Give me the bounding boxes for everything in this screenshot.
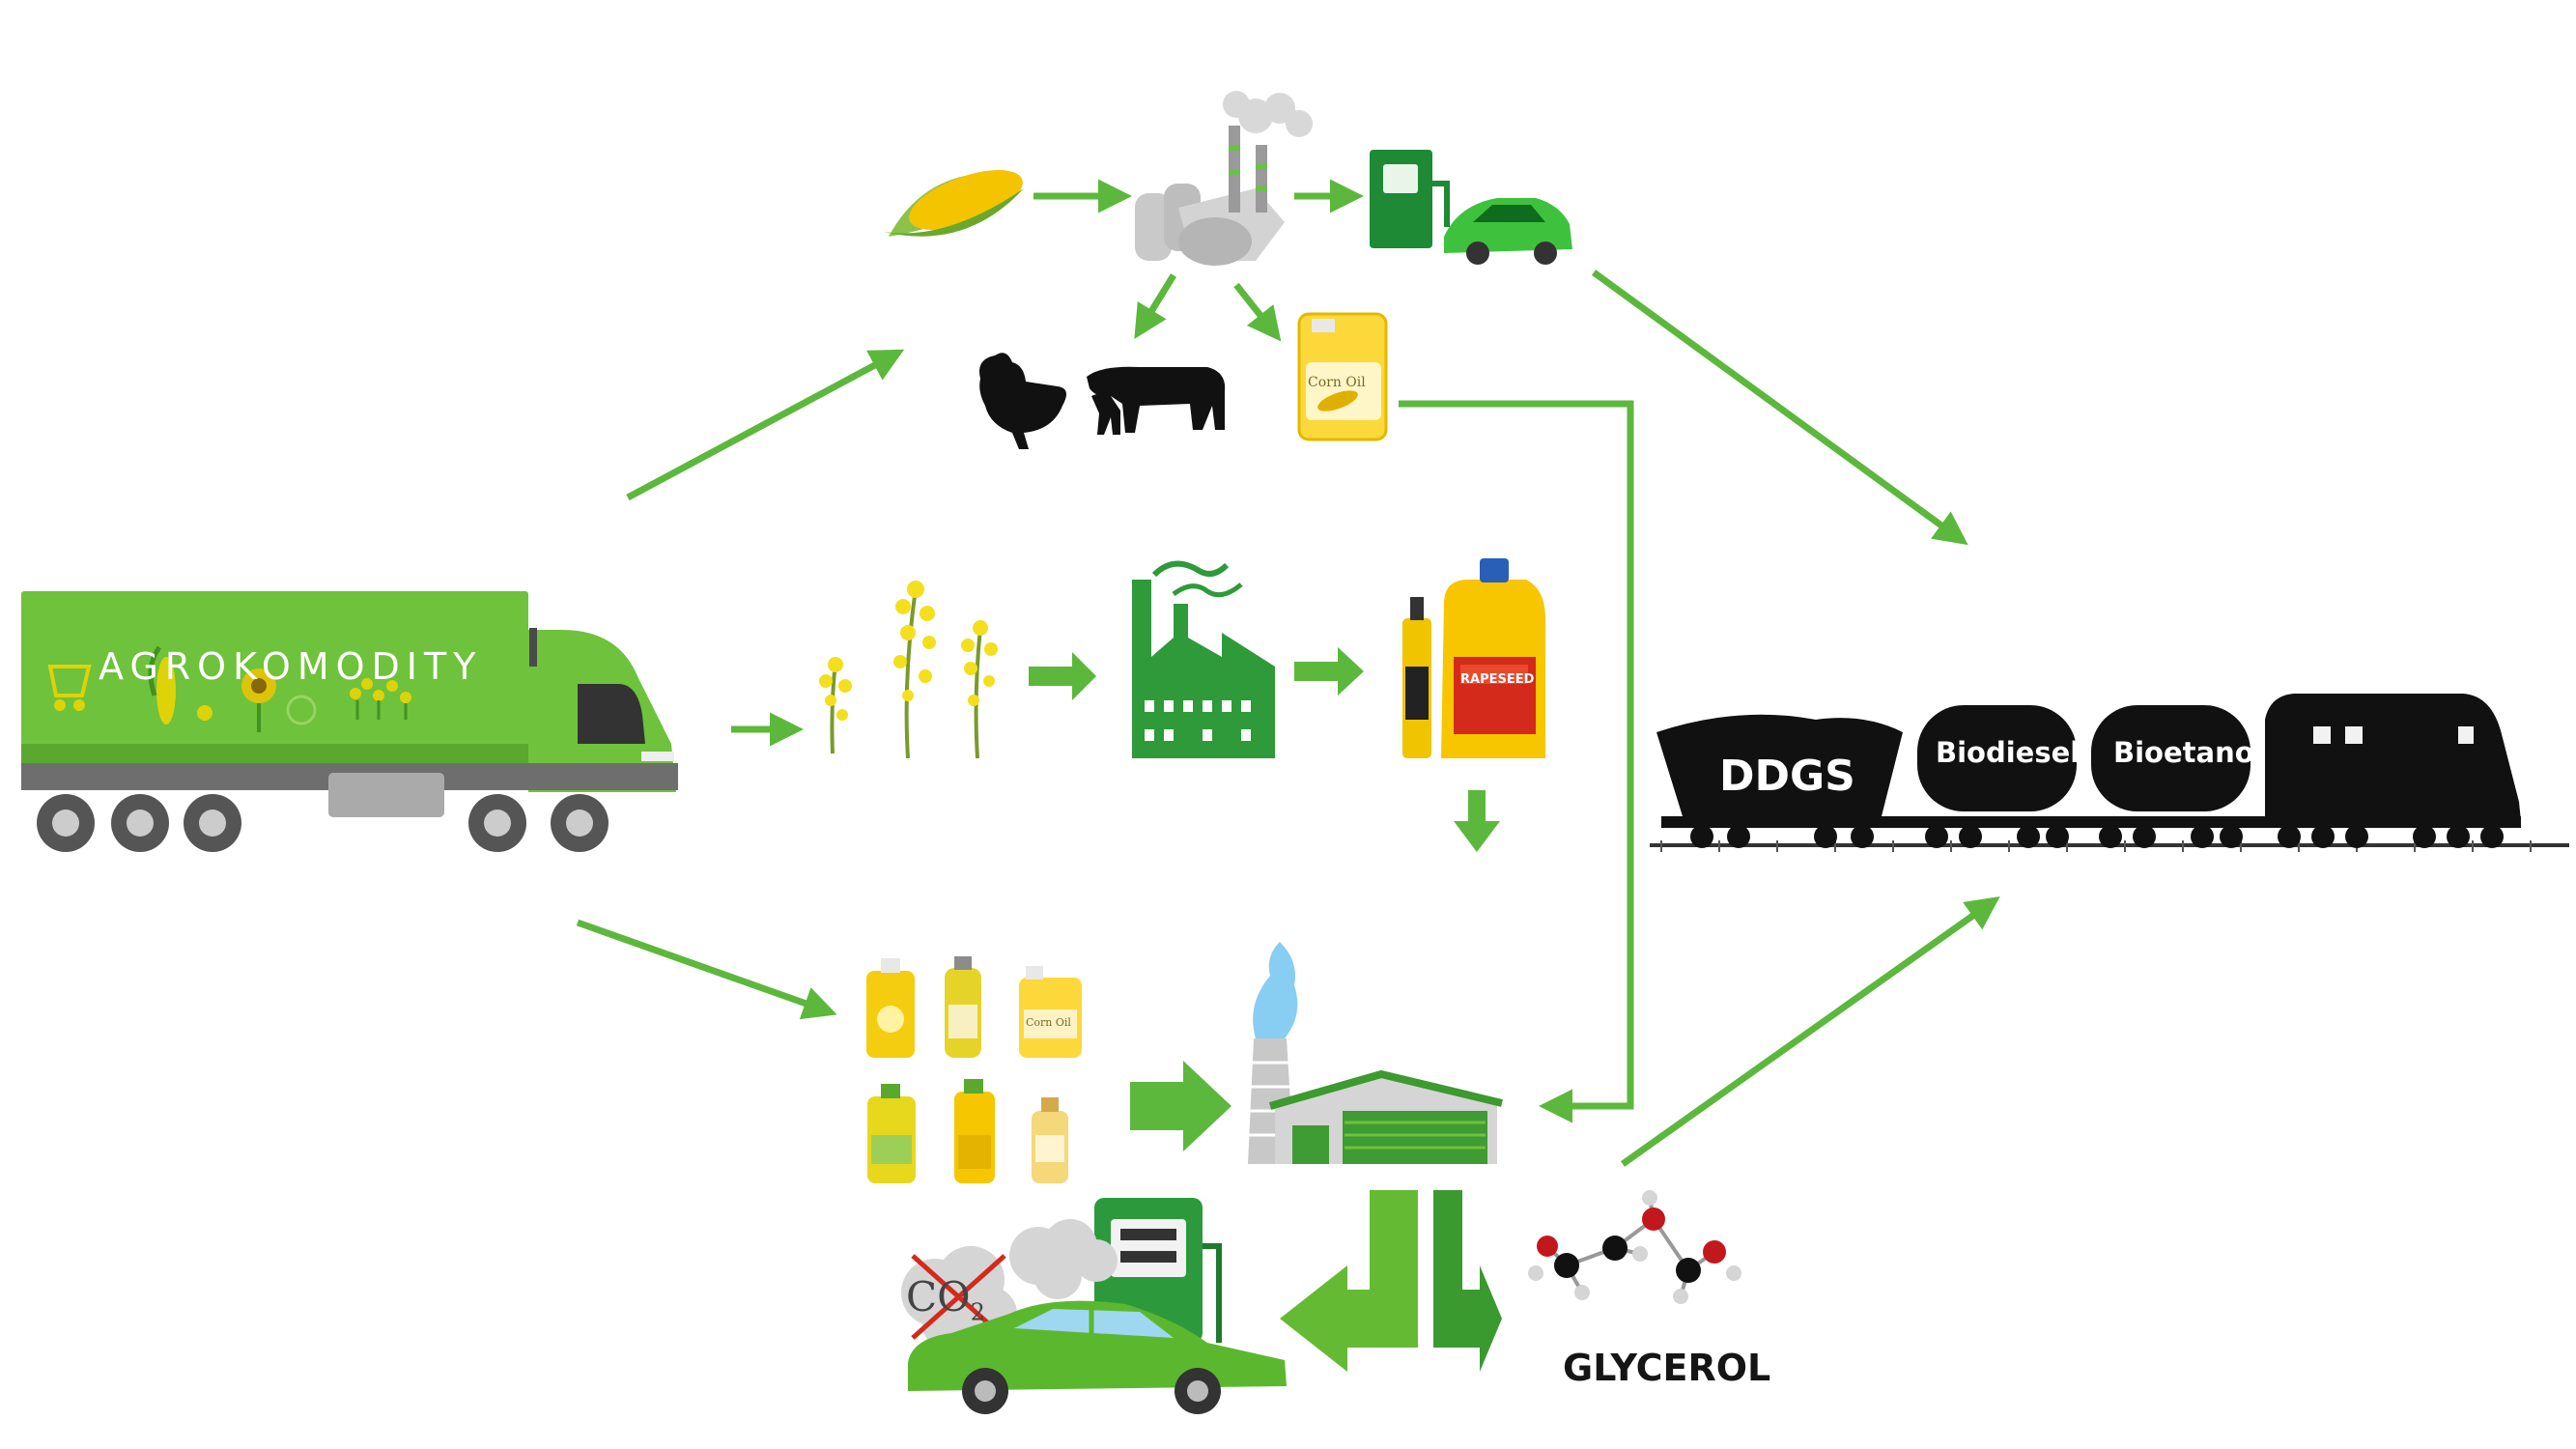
truck-icon bbox=[21, 591, 678, 852]
rapeseed-oil-bottles-icon bbox=[1402, 558, 1545, 758]
arrow-glycerol-to-train bbox=[1620, 895, 2000, 1167]
ddgs-wagon bbox=[1656, 714, 1903, 816]
ethanol-plant-icon bbox=[1135, 91, 1313, 266]
block-arrows bbox=[1029, 647, 1502, 1372]
glycerol-label: GLYCEROL bbox=[1563, 1347, 1771, 1389]
truck-crop-icons bbox=[47, 645, 411, 732]
arrow-plant-to-animals bbox=[1134, 273, 1176, 339]
glycerol-molecule-icon bbox=[1528, 1190, 1741, 1304]
arrow-oils-to-biodiesel-plant bbox=[1130, 1061, 1231, 1151]
biodiesel-tank bbox=[1917, 705, 2077, 811]
arrow-plant-down-right bbox=[1433, 1190, 1502, 1372]
flow-arrows bbox=[576, 179, 2000, 1167]
co2-text: CO bbox=[906, 1273, 971, 1321]
train-icon bbox=[1650, 694, 2569, 852]
arrow-truck-to-oils bbox=[576, 919, 837, 1020]
biodiesel-plant-icon bbox=[1248, 942, 1503, 1164]
corn-oil-label: Corn Oil bbox=[1308, 375, 1366, 390]
co2-subscript: 2 bbox=[970, 1298, 985, 1326]
arrow-plant-to-cornoil bbox=[1233, 282, 1282, 342]
animals-icon bbox=[979, 353, 1226, 449]
arrow-oil-down bbox=[1454, 790, 1500, 852]
truck-label: AGROKOMODITY bbox=[99, 645, 483, 688]
arrow-truck-to-corn bbox=[626, 349, 905, 501]
arrow-plant-down-left bbox=[1280, 1190, 1418, 1372]
rapeseed-plant-icon bbox=[819, 581, 998, 759]
corn-icon bbox=[884, 170, 1024, 237]
locomotive bbox=[2265, 694, 2521, 821]
co2-label: CO2 bbox=[906, 1273, 985, 1325]
vegetable-oil-bottles-icon bbox=[866, 956, 1082, 1183]
arrow-cornoil-to-biodiesel-plant bbox=[1399, 400, 1634, 1123]
green-car-fuel-icon bbox=[901, 1198, 1287, 1414]
fuel-station-car-icon bbox=[1370, 150, 1572, 265]
corn-oil-jug-icon bbox=[1297, 312, 1388, 441]
oil-factory-icon bbox=[1132, 560, 1275, 758]
biodiesel-label: Biodiesel bbox=[1936, 736, 2081, 769]
corn-oil-small-label: Corn Oil bbox=[1026, 1016, 1071, 1029]
arrow-rapeseed-to-factory bbox=[1029, 652, 1096, 700]
arrow-car-to-train bbox=[1591, 270, 1968, 546]
ddgs-label: DDGS bbox=[1719, 752, 1855, 801]
arrow-factory-to-oil bbox=[1294, 647, 1364, 696]
bioetanol-label: Bioetanol bbox=[2113, 736, 2264, 769]
rapeseed-oil-label: RAPESEED bbox=[1460, 672, 1535, 687]
bioetanol-tank bbox=[2091, 705, 2250, 811]
